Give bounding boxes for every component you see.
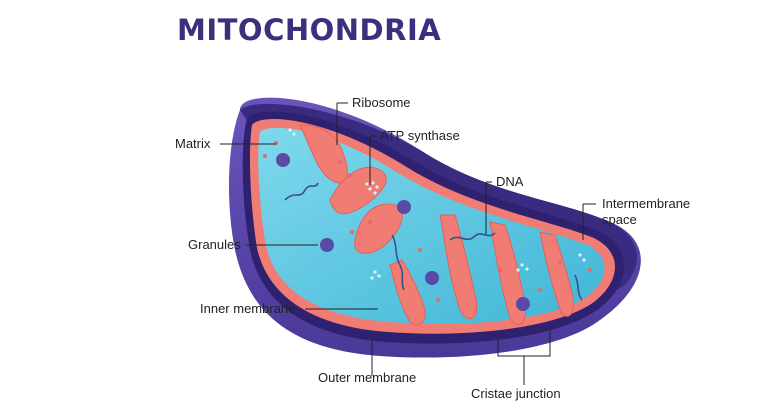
cristae-folds — [299, 124, 575, 326]
atp-synthase-clusters — [288, 128, 586, 280]
label-intermembrane-line2: space — [602, 212, 637, 227]
dna-strands — [284, 182, 583, 301]
label-intermembrane-line1: Intermembrane — [602, 196, 691, 211]
granules — [276, 153, 530, 311]
label-inner-membrane: Inner membrane — [200, 301, 296, 316]
label-granules: Granules — [188, 237, 241, 252]
label-ribosome: Ribosome — [352, 95, 411, 110]
ribosomes — [263, 141, 592, 302]
label-atp-synthase: ATP synthase — [380, 128, 460, 143]
leader-lines — [220, 102, 596, 385]
label-matrix: Matrix — [175, 136, 211, 151]
page-title: MITOCHONDRIA — [177, 13, 442, 47]
label-dna: DNA — [496, 174, 524, 189]
label-outer-membrane: Outer membrane — [318, 370, 417, 385]
label-cristae-junction: Cristae junction — [471, 386, 561, 401]
